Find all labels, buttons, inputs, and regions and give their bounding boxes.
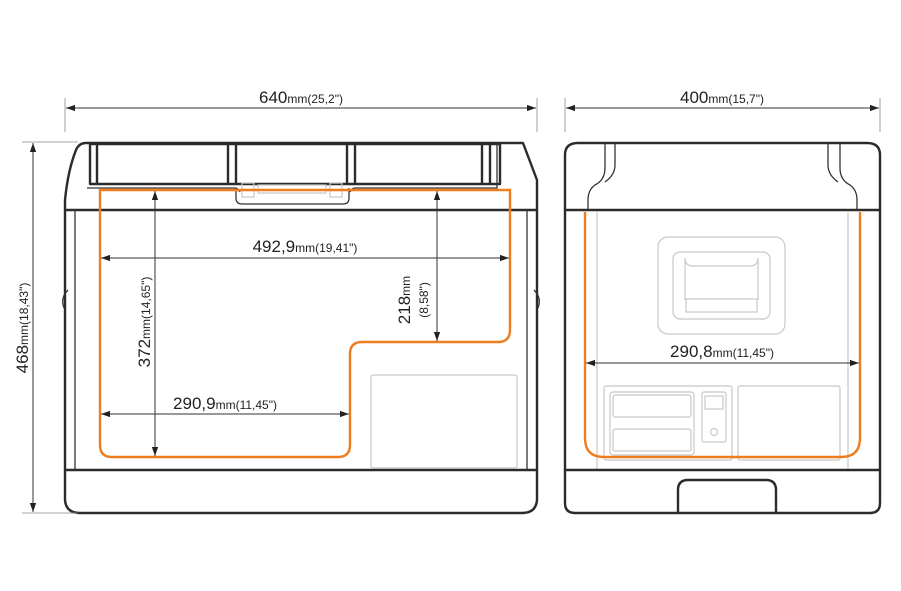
control-panel	[603, 385, 841, 461]
side-inner-width-label: 290,8mm(11,45")	[670, 342, 774, 361]
side-base	[563, 468, 882, 515]
inner-height-label: 372mm(14,65")	[135, 277, 154, 368]
dimensions: 640mm(25,2") 400mm(15,7") 492,9mm(19,41"…	[13, 88, 881, 514]
front-view	[62, 141, 540, 515]
lower-width-label: 290,9mm(11,45")	[173, 394, 277, 413]
front-base	[63, 468, 539, 515]
front-body-outline	[63, 141, 539, 212]
width-640-label: 640mm(25,2")	[259, 88, 343, 107]
lid-latch	[235, 188, 350, 205]
step-height-label: 218mm	[395, 276, 414, 324]
side-view	[563, 141, 882, 515]
side-interior-outline	[583, 212, 862, 459]
inner-width-label: 492,9mm(19,41")	[253, 237, 358, 256]
side-handle	[657, 236, 786, 335]
width-400-label: 400mm(15,7")	[680, 88, 764, 107]
lid-handle-bar	[88, 142, 502, 186]
front-panel	[370, 374, 518, 469]
front-body	[63, 210, 539, 470]
side-lid	[563, 141, 882, 212]
front-interior-outline	[98, 188, 512, 459]
step-height-inch-label: (8,58")	[417, 282, 431, 318]
side-foot-handle	[676, 478, 778, 513]
height-468-label: 468mm(18,43")	[13, 283, 32, 374]
